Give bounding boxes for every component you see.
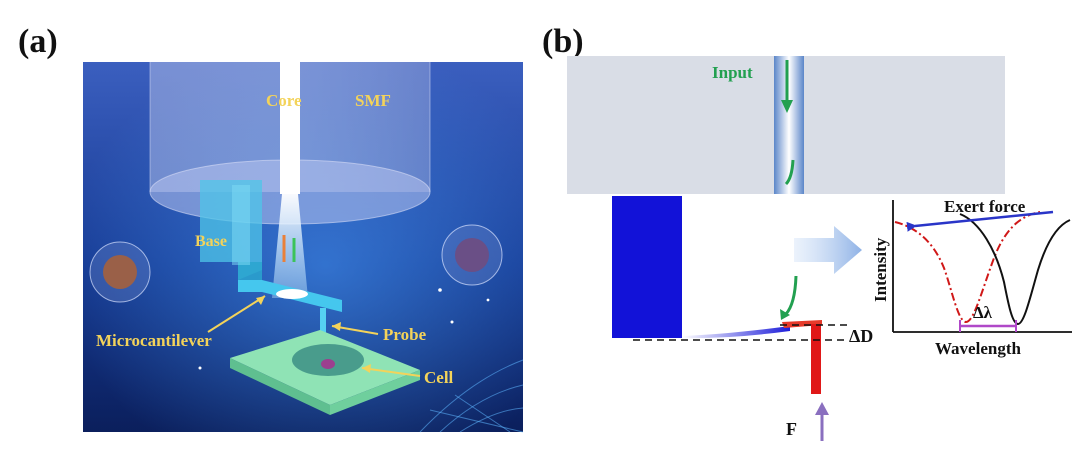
- delta-d-label: ΔD: [849, 326, 873, 346]
- spectrum-curve-original: [959, 213, 1071, 326]
- cantilever-tip: [782, 320, 822, 328]
- cantilever-beam: [682, 326, 790, 339]
- exert-force-arrow: [906, 210, 1054, 232]
- spectrum-x-label: Wavelength: [935, 339, 1021, 358]
- input-arrow: [781, 60, 793, 113]
- spectrum-inset: Intensity Wavelength Exert force Δλ: [871, 197, 1072, 358]
- exert-force-label: Exert force: [944, 197, 1026, 216]
- fiber-core-channel: [774, 56, 804, 194]
- cell-callout: [361, 364, 421, 377]
- spectrum-y-label: Intensity: [871, 237, 890, 302]
- input-label: Input: [712, 63, 753, 82]
- delta-lambda-label: Δλ: [973, 303, 993, 322]
- probe-bar: [811, 324, 821, 394]
- delta-lambda-bar: [959, 320, 1017, 332]
- panel-b: (b) Input ΔD F: [542, 23, 1072, 441]
- reflection-hook-lower: [784, 275, 798, 316]
- reflection-hook-upper: [784, 159, 795, 186]
- probe-callout: [331, 322, 379, 335]
- decorative-network: [419, 359, 524, 433]
- panel-b-label: (b): [542, 23, 584, 60]
- smf-label: SMF: [355, 91, 391, 110]
- side-cell-left: [89, 241, 151, 303]
- microcantilever-shape: [238, 280, 342, 312]
- fiber-core: [280, 62, 300, 194]
- panel-a-scene: Core SMF Base Microcantilever Probe Cell: [83, 62, 524, 433]
- spectrum-curve-shifted: [894, 211, 1041, 324]
- sparkles: [198, 288, 490, 370]
- cantilever-base: [612, 196, 682, 338]
- probe-label: Probe: [383, 325, 427, 344]
- base-block: [200, 180, 262, 285]
- microcantilever-label: Microcantilever: [96, 331, 212, 350]
- force-label: F: [786, 419, 797, 439]
- transition-arrow: [794, 226, 862, 274]
- base-label: Base: [195, 233, 227, 250]
- panel-a: (a): [18, 23, 524, 433]
- microcantilever-callout: [207, 295, 266, 333]
- probe-shape: [320, 308, 326, 348]
- side-cell-right: [441, 224, 503, 286]
- light-beam: [272, 194, 308, 298]
- core-label: Core: [266, 91, 302, 110]
- panel-a-label: (a): [18, 23, 58, 60]
- cell-substrate: [230, 330, 420, 415]
- force-arrow: [815, 402, 829, 441]
- cell-label: Cell: [424, 368, 454, 387]
- reflection-arrowhead-lower: [780, 309, 790, 320]
